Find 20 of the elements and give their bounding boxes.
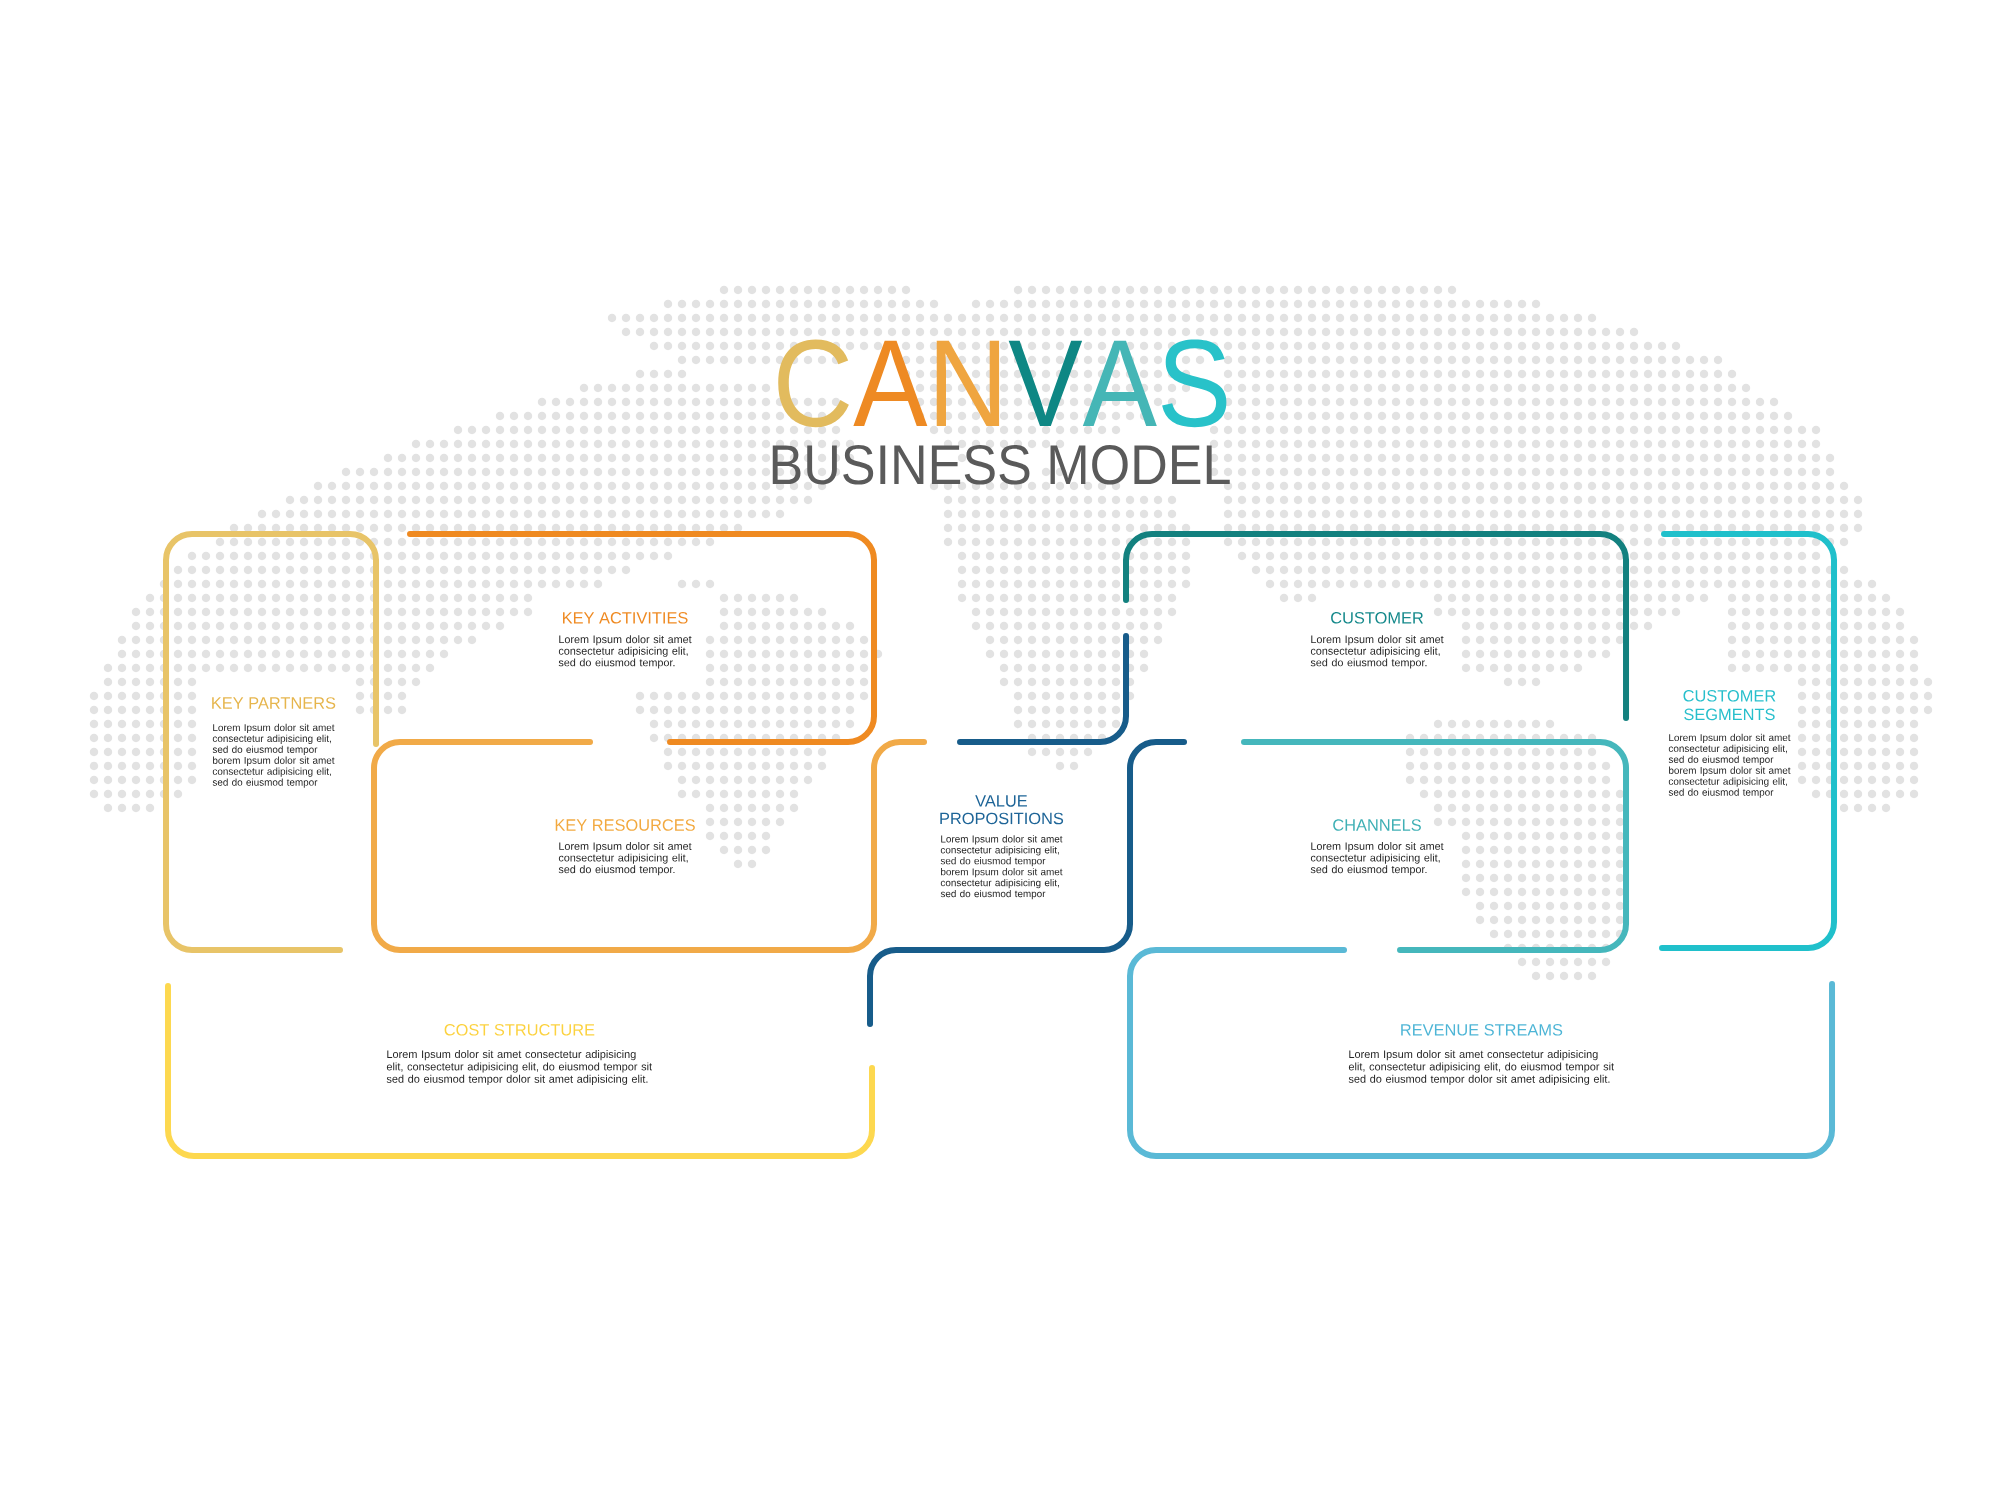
box-heading: CHANNELS bbox=[1333, 819, 1421, 831]
title: CANVAS bbox=[778, 339, 1227, 428]
box-heading: KEY PARTNERS bbox=[212, 697, 336, 709]
subtitle: BUSINESS MODEL bbox=[772, 444, 1230, 485]
outline-box bbox=[1659, 531, 1838, 951]
box-heading: KEY RESOURCES bbox=[555, 819, 695, 831]
box-heading: KEY ACTIVITIES bbox=[563, 612, 688, 624]
outline-box bbox=[165, 983, 875, 1159]
outline-box bbox=[163, 531, 379, 953]
box-heading: CUSTOMER SEGMENTS bbox=[1683, 690, 1776, 721]
box-heading: REVENUE STREAMS bbox=[1401, 1024, 1563, 1036]
outline-box bbox=[1123, 531, 1629, 721]
box-heading: VALUE PROPOSITIONS bbox=[940, 795, 1064, 825]
box-heading: COST STRUCTURE bbox=[444, 1024, 595, 1036]
box-heading: CUSTOMER bbox=[1331, 612, 1423, 624]
outline-box bbox=[867, 633, 1187, 1027]
outline-box bbox=[1241, 739, 1629, 953]
outline-box bbox=[371, 739, 927, 953]
outline-box bbox=[1127, 947, 1836, 1159]
outline-box bbox=[407, 531, 877, 745]
